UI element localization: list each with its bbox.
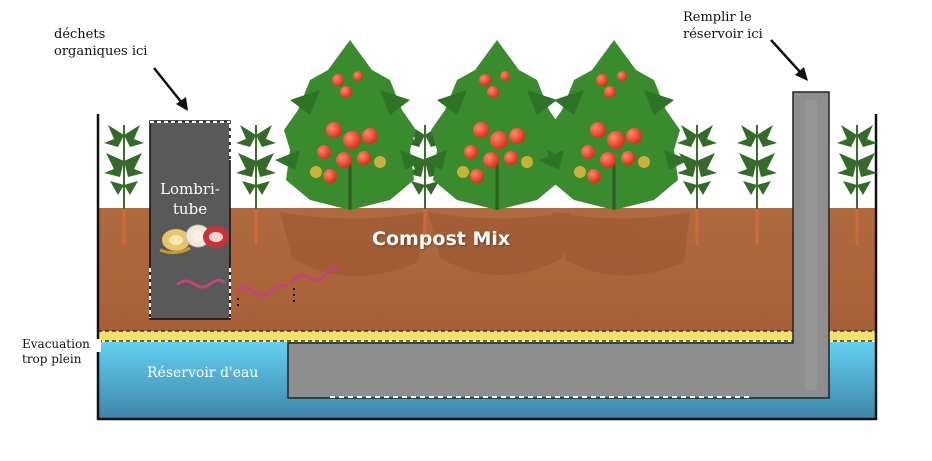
arrows <box>153 39 808 111</box>
seedling-icon <box>737 125 777 245</box>
worm-tube <box>149 120 231 320</box>
fill-label-line2: réservoir ici <box>683 27 763 42</box>
seedling-icon <box>677 125 717 245</box>
waste-label-line1: déchets <box>54 27 106 42</box>
pipe-inner-shade <box>805 100 817 390</box>
seedling-icon <box>837 125 877 245</box>
waste-label: déchets organiques ici <box>54 26 147 60</box>
tomato-plant-icon <box>539 40 689 210</box>
fill-arrow-head <box>795 67 808 81</box>
tomato-plant-icon <box>275 40 425 210</box>
tube-label-line2: tube <box>172 200 208 218</box>
overflow-label-line2: trop plein <box>22 352 82 366</box>
compost-label: Compost Mix <box>372 228 511 250</box>
tomato-plant-icon <box>422 40 572 210</box>
fill-arrow <box>770 39 802 74</box>
worm-icon <box>290 266 340 284</box>
organic-waste-icon <box>159 224 229 255</box>
overflow-label-line1: Evacuation <box>22 337 90 351</box>
overflow-label: Evacuation trop plein <box>22 337 90 367</box>
tomato-plants <box>275 40 689 210</box>
container-outline <box>96 114 878 421</box>
worm-icon <box>176 278 226 289</box>
seedlings <box>104 125 877 245</box>
sand-layer <box>98 331 876 341</box>
worm-icon <box>236 284 288 298</box>
seedling-icon <box>236 125 276 245</box>
waste-label-line2: organiques ici <box>54 44 148 59</box>
waste-arrow <box>153 67 183 104</box>
fill-reservoir-label: Remplir le réservoir ici <box>683 9 763 43</box>
seedling-icon <box>104 125 144 245</box>
reservoir-label: Réservoir d'eau <box>147 365 259 381</box>
worm-trail <box>237 288 295 306</box>
worm-tube-label: Lombri- tube <box>150 179 230 219</box>
roots <box>280 212 690 277</box>
waste-arrow-head <box>176 97 188 111</box>
overflow-outlet <box>96 339 101 352</box>
worms <box>176 266 340 298</box>
fill-label-line1: Remplir le <box>683 10 752 25</box>
tube-label-line1: Lombri- <box>160 180 220 198</box>
fill-pipe <box>287 91 830 399</box>
